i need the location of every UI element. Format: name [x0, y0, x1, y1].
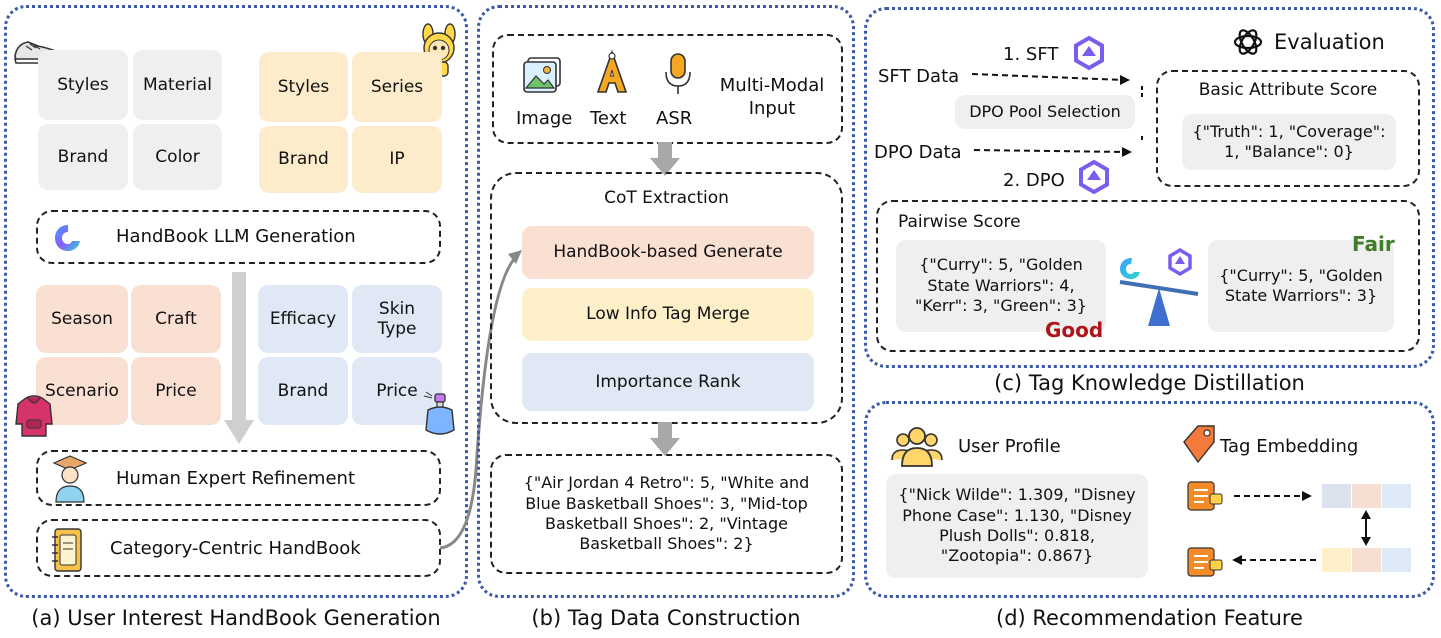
panel-a [4, 5, 468, 598]
arrow-to-cot [650, 142, 680, 176]
multimodal-input-box: Image Text ASR Multi-Modal Input [492, 34, 843, 144]
dpo-data-label: DPO Data [874, 142, 962, 163]
toy-attr-styles: Styles [259, 52, 348, 122]
good-label: Good [1045, 318, 1104, 342]
step-low-info-merge: Low Info Tag Merge [522, 288, 814, 341]
cot-title: CoT Extraction [604, 188, 729, 208]
balance-scale-icon [1116, 247, 1202, 328]
toy-attr-ip: IP [352, 126, 442, 193]
human-expert-refinement: Human Expert Refinement [36, 450, 441, 506]
step-handbook-generate: HandBook-based Generate [522, 226, 814, 279]
hoodie-icon [14, 394, 54, 438]
clothing-attr-craft: Craft [131, 285, 221, 353]
toy-attr-series: Series [352, 52, 442, 122]
pairwise-fair-json: {"Curry": 5, "Golden State Warriors": 3} [1208, 240, 1394, 332]
openai-icon [1232, 26, 1264, 58]
arrow-to-output [650, 422, 680, 456]
dpo-step-label: 2. DPO [1003, 170, 1065, 191]
shoe-attr-styles: Styles [38, 50, 128, 120]
step-importance-rank: Importance Rank [522, 353, 814, 411]
beauty-attr-efficacy: Efficacy [258, 285, 348, 353]
text-icon [594, 49, 630, 96]
sft-data-label: SFT Data [878, 66, 960, 87]
llm-generation-label: HandBook LLM Generation [116, 226, 356, 247]
basic-attribute-title: Basic Attribute Score [1198, 80, 1378, 100]
user-profile-label: User Profile [958, 436, 1061, 457]
input-text-label: Text [590, 108, 627, 129]
evaluation-label: Evaluation [1274, 30, 1385, 54]
tag-icon [1180, 424, 1216, 464]
input-asr-label: ASR [656, 108, 693, 129]
dpo-pool-selection: DPO Pool Selection [955, 95, 1135, 129]
image-icon [522, 56, 562, 96]
user-profile-json: {"Nick Wilde": 1.309, "Disney Phone Case… [886, 474, 1148, 578]
pairwise-good-json: {"Curry": 5, "Golden State Warriors": 4,… [896, 240, 1106, 332]
panel-c [864, 7, 1435, 368]
qwen-icon-dpo [1077, 159, 1111, 195]
shoe-attr-material: Material [133, 50, 222, 120]
pairwise-score-box: Pairwise Score [876, 200, 1420, 352]
microphone-icon [662, 52, 694, 96]
multimodal-label: Multi-Modal Input [719, 75, 825, 120]
basic-attribute-box: Basic Attribute Score {"Truth": 1, "Cove… [1156, 70, 1420, 187]
document-icon-bottom [1186, 544, 1226, 580]
input-image-label: Image [516, 108, 573, 129]
shoe-attr-color: Color [133, 124, 222, 190]
handbook-icon [50, 527, 84, 573]
caption-c: (c) Tag Knowledge Distillation [994, 371, 1305, 395]
panel-d [864, 401, 1435, 598]
llm-logo-icon [52, 222, 84, 254]
caption-d: (d) Recommendation Feature [996, 606, 1303, 630]
handbook-label: Category-Centric HandBook [110, 538, 361, 559]
sft-step-label: 1. SFT [1003, 44, 1059, 65]
panel-b [477, 5, 855, 598]
beauty-attr-brand: Brand [258, 357, 348, 425]
shoe-attr-brand: Brand [38, 124, 128, 190]
caption-a: (a) User Interest HandBook Generation [31, 606, 441, 630]
tag-embedding-label: Tag Embedding [1220, 436, 1359, 457]
fair-label: Fair [1352, 232, 1395, 256]
tag-output-json: {"Air Jordan 4 Retro": 5, "White and Blu… [523, 473, 810, 554]
flow-arrow-down [224, 272, 254, 444]
handbook-llm-generation: HandBook LLM Generation [36, 210, 441, 264]
category-centric-handbook: Category-Centric HandBook [36, 519, 441, 577]
clothing-attr-season: Season [36, 285, 128, 353]
expert-label: Human Expert Refinement [116, 468, 356, 489]
perfume-icon [422, 390, 458, 438]
document-icon-top [1186, 478, 1226, 514]
qwen-icon-sft [1072, 35, 1106, 71]
caption-b: (b) Tag Data Construction [531, 606, 801, 630]
beauty-attr-skin-type: Skin Type [352, 285, 442, 353]
clothing-attr-price: Price [131, 357, 221, 425]
basic-attribute-score: {"Truth": 1, "Coverage": 1, "Balance": 0… [1182, 114, 1396, 170]
tag-output-box: {"Air Jordan 4 Retro": 5, "White and Blu… [490, 454, 843, 574]
user-group-icon [890, 424, 944, 468]
expert-icon [52, 454, 88, 504]
pairwise-title: Pairwise Score [898, 212, 1021, 232]
toy-attr-brand: Brand [259, 126, 348, 193]
